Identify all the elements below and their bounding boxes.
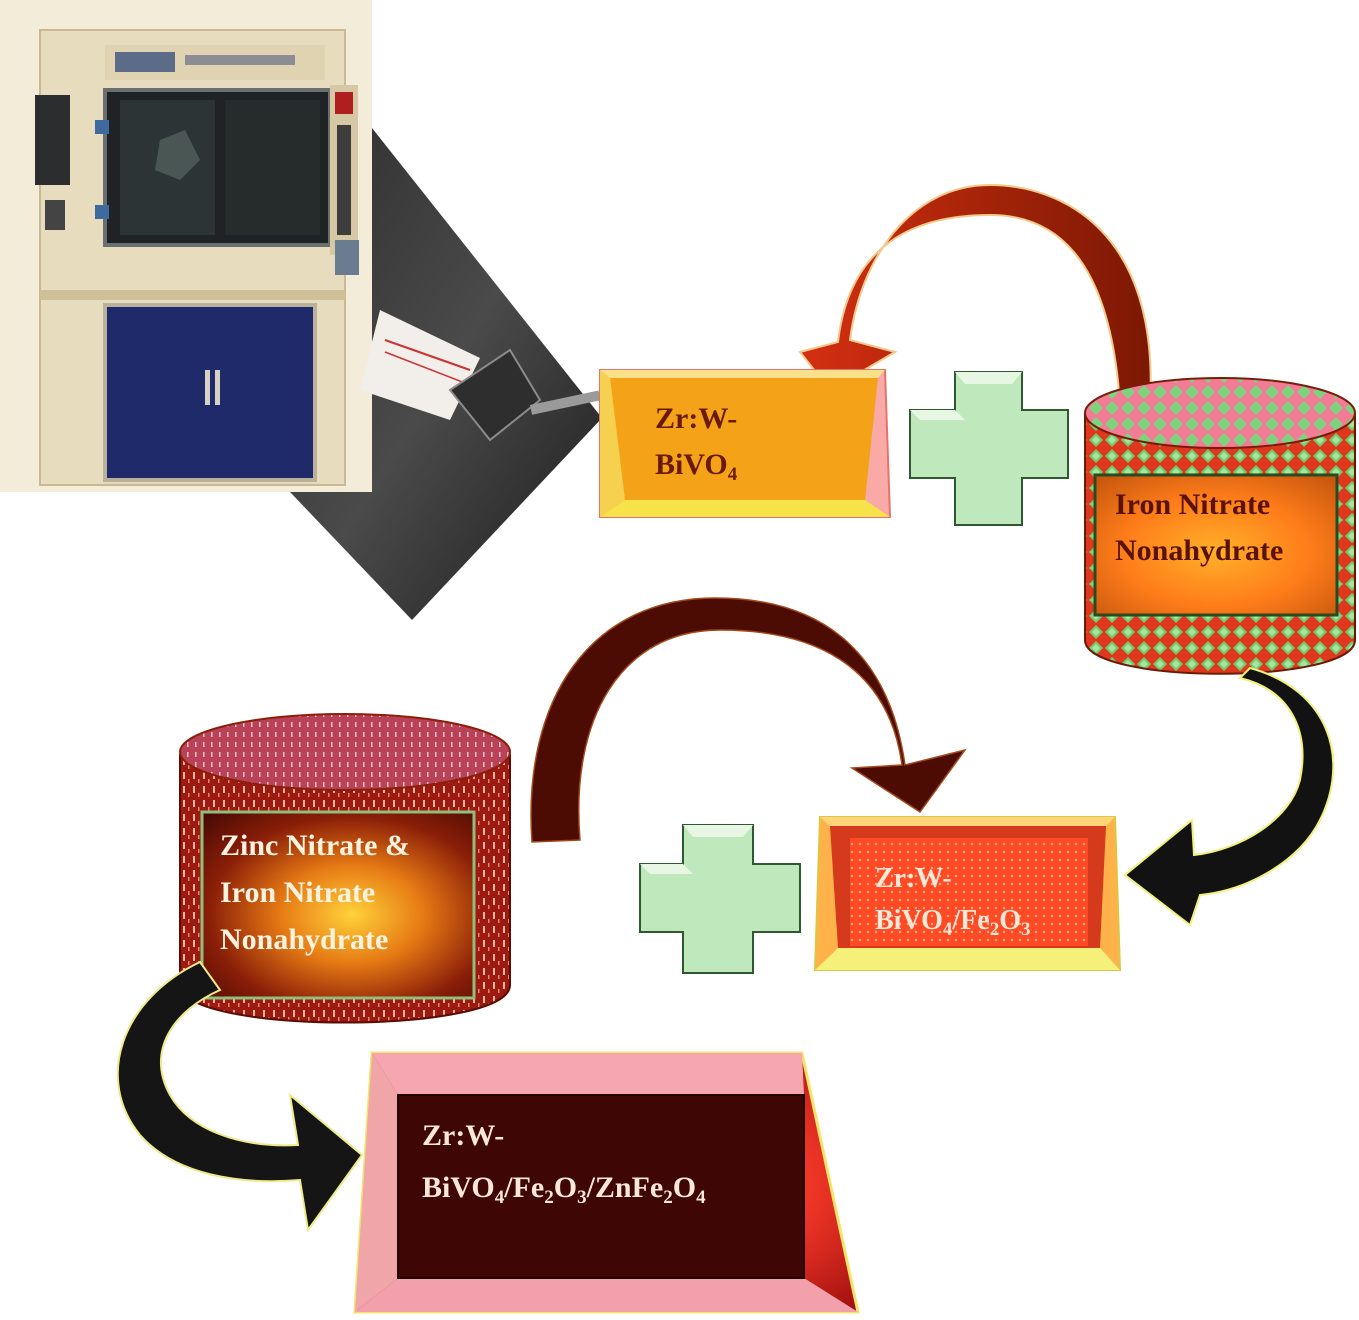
plus-icon bbox=[909, 371, 1069, 526]
chemical-vapor-apparatus-icon bbox=[0, 0, 372, 492]
box-final bbox=[353, 1051, 860, 1314]
curved-arrow-icon bbox=[1123, 666, 1335, 927]
box-zrw-bivo4 bbox=[599, 369, 892, 518]
iron-nitrate-label: Iron Nitrate Nonahydrate bbox=[1115, 488, 1284, 567]
curved-arrow-icon bbox=[530, 597, 967, 843]
zrw-bivo4-fe2o3-label: Zr:W- BiVO4/Fe2O3 bbox=[875, 863, 1031, 940]
zrw-bivo4-label: Zr:W- BiVO4 bbox=[655, 402, 738, 485]
box-zrw-bivo4-fe2o3 bbox=[813, 816, 1122, 971]
syringe-icon bbox=[290, 128, 602, 620]
final-product-label: Zr:W- BiVO4/Fe2O3/ZnFe2O4 bbox=[422, 1119, 706, 1208]
plus-icon bbox=[639, 824, 801, 974]
cylinder-icon bbox=[179, 713, 511, 1024]
cylinder-icon bbox=[1084, 377, 1356, 675]
zinc-nitrate-label: Zinc Nitrate & Iron Nitrate Nonahydrate bbox=[220, 829, 410, 956]
curved-arrow-icon bbox=[116, 960, 364, 1233]
